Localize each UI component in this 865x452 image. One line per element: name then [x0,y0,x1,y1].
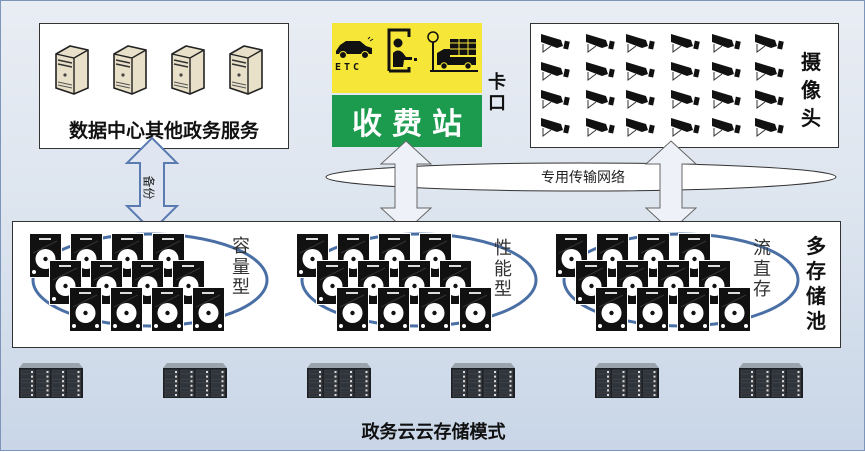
hard-disk-icon [595,287,628,332]
camera-icon [669,116,703,140]
storage-rack-icon [737,363,805,399]
camera-box: 摄 像 头 [530,23,839,148]
server-icon [168,42,208,96]
camera-icon [753,88,787,112]
storage-rack-icon [449,363,517,399]
checkpoint-label: 卡 口 [488,72,506,114]
group-label-char: 量 [232,256,250,278]
camera-icon [584,116,618,140]
hard-disk-icon [69,287,102,332]
camera-icon [539,88,573,112]
hard-disk-icon [192,287,225,332]
checkpoint-label-char: 卡 [488,72,506,93]
camera-icon [710,60,744,84]
capacity-group-label: 容 量 型 [232,236,250,299]
hard-disk-icon [110,287,143,332]
camera-to-pool-arrow [644,140,698,232]
group-label-char: 直 [753,258,771,280]
camera-icon [539,116,573,140]
camera-icon [669,32,703,56]
camera-icon [584,32,618,56]
hard-disk-icon [151,287,184,332]
hard-disk-icon [377,287,410,332]
network-label: 专用传输网络 [541,170,625,186]
group-label-char: 型 [494,279,512,301]
group-label-char: 存 [753,279,771,301]
hard-disk-icon [316,260,349,305]
group-label-char: 性 [494,238,512,259]
server-icon [226,42,266,96]
storage-pool-box: 容 量 型 性 能 型 流 直 存 多 存 储 池 [12,221,841,348]
server-icon [110,42,150,96]
group-label-char: 容 [232,236,250,257]
group-label-char: 流 [753,238,771,259]
stream-group-label: 流 直 存 [753,238,771,301]
network-ellipse [325,162,837,192]
toll-station-label: 收费站 [352,107,472,142]
hard-disk-icon [459,287,492,332]
camera-icon [624,32,658,56]
camera-icon [753,60,787,84]
toll-to-pool-arrow [379,140,433,232]
diagram-title: 政务云云存储模式 [361,422,506,443]
hard-disk-icon [418,287,451,332]
car-icon [336,36,374,59]
storage-rack-icon [161,363,229,399]
hard-disk-icon [336,287,369,332]
camera-icon [624,60,658,84]
camera-icon [669,60,703,84]
toll-pictogram-icon [336,28,478,73]
camera-icon [624,88,658,112]
camera-icon [753,116,787,140]
pool-label-char: 储 [806,284,826,308]
pool-label-char: 存 [806,259,826,283]
performance-group-label: 性 能 型 [494,238,512,301]
camera-icon [539,32,573,56]
storage-rack-icon [305,363,373,399]
camera-label-char: 像 [801,78,821,102]
booth-icon [387,28,417,73]
etc-label: ETC [335,62,363,73]
hard-disk-icon [718,287,751,332]
hard-disk-icon [636,287,669,332]
storage-pool-label: 多 存 储 池 [806,234,826,334]
camera-icon [584,60,618,84]
group-label-char: 型 [232,277,250,299]
camera-icon [539,60,573,84]
server-icon [52,42,92,96]
backup-label: 备份 [141,175,156,200]
toll-sign: ETC 收费站 [332,23,482,147]
hard-disk-icon [677,287,710,332]
camera-label-char: 头 [801,106,821,130]
camera-icon [710,88,744,112]
capacity-group-ellipse [31,232,269,328]
pool-label-char: 池 [806,309,826,333]
camera-label-char: 摄 [801,50,821,74]
datacenter-label: 数据中心其他政务服务 [68,120,259,142]
camera-icon [753,32,787,56]
camera-icon [710,32,744,56]
camera-icon [624,116,658,140]
toll-sign-pictogram: ETC [332,23,482,93]
camera-label: 摄 像 头 [801,48,821,132]
checkpoint-label-char: 口 [488,92,506,114]
storage-rack-icon [593,363,661,399]
datacenter-box: 数据中心其他政务服务 [39,23,289,149]
storage-rack-icon [17,363,85,399]
pool-label-char: 多 [806,234,826,258]
camera-icon [669,88,703,112]
camera-icon [584,88,618,112]
camera-icon [710,116,744,140]
group-label-char: 能 [494,258,512,280]
truck-icon [427,31,478,72]
toll-sign-text-panel: 收费站 [332,95,482,147]
